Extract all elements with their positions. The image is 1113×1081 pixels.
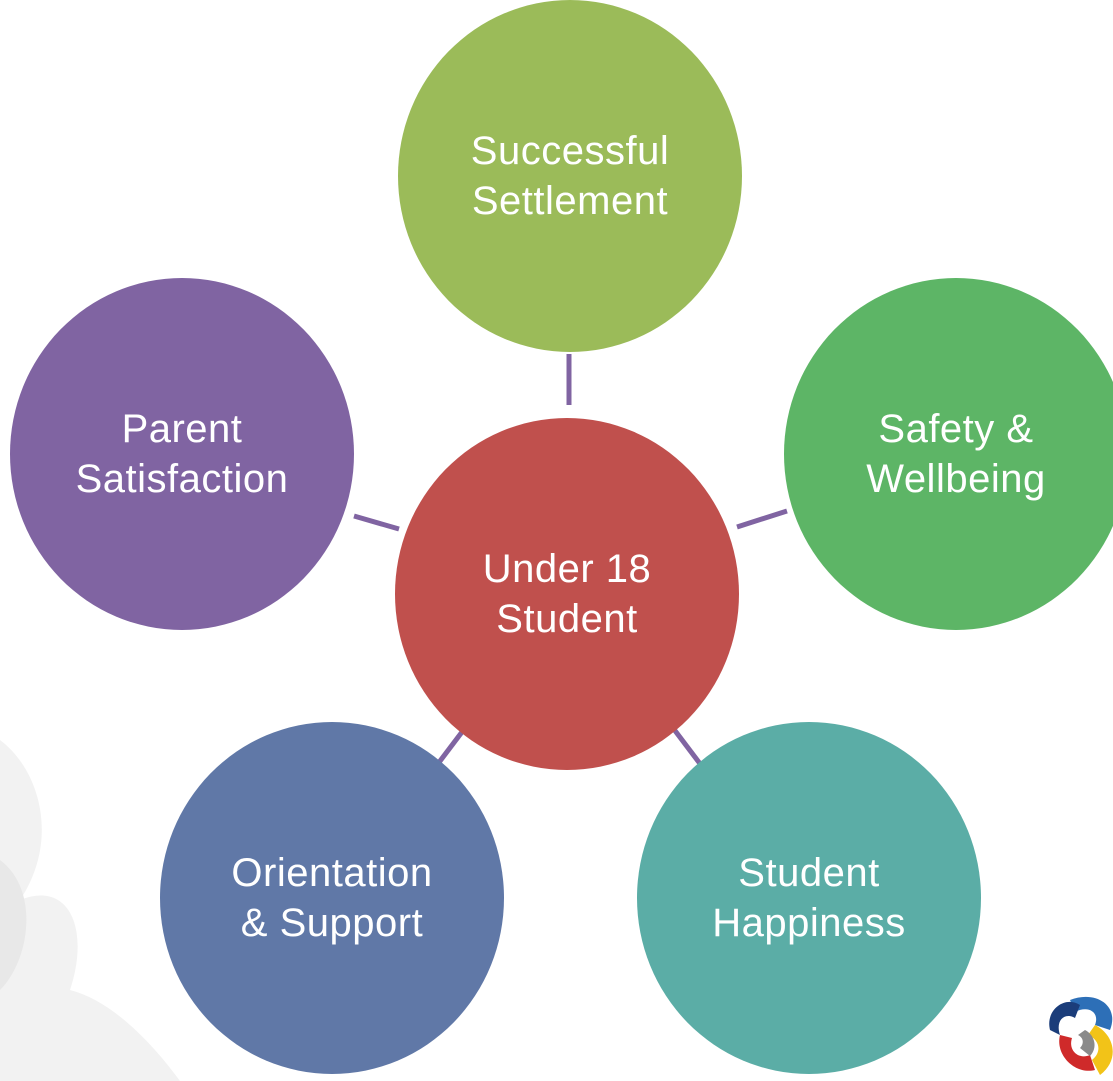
node-label: Student Happiness — [712, 851, 906, 945]
node-safety-wellbeing: Safety & Wellbeing — [784, 278, 1113, 630]
node-label: Orientation & Support — [231, 851, 433, 945]
connector-left — [353, 513, 400, 532]
node-label: Safety & Wellbeing — [866, 407, 1046, 501]
node-orientation-support: Orientation & Support — [160, 722, 504, 1074]
node-label: Under 18 Student — [482, 547, 652, 641]
node-student-happiness: Student Happiness — [637, 722, 981, 1074]
node-parent-satisfaction: Parent Satisfaction — [10, 278, 354, 630]
node-under-18-student: Under 18 Student — [395, 418, 739, 770]
node-successful-settlement: Successful Settlement — [398, 0, 742, 352]
ribbon-logo-icon — [1049, 996, 1113, 1075]
node-label: Parent Satisfaction — [75, 407, 289, 501]
connector-right — [736, 508, 788, 530]
node-label: Successful Settlement — [470, 129, 670, 223]
